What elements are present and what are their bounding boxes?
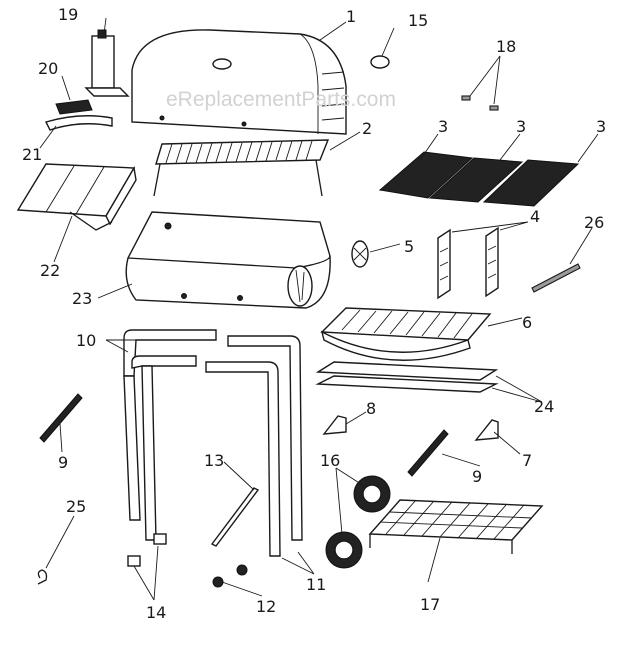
part-3-cooking-grate-middle [428,157,524,203]
part-24-rails [315,361,499,393]
callout-13: 13 [204,451,224,470]
part-15-knob [370,55,390,69]
callout-15: 15 [408,11,428,30]
part-3-cooking-grate-right [482,159,580,207]
callout-18: 18 [496,37,516,56]
part-1-lid [131,29,347,135]
callout-14: 14 [146,603,166,622]
callout-8: 8 [366,399,376,418]
part-14-leg-caps [127,533,167,567]
callout-22: 22 [40,261,60,280]
part-9-brace-right [407,429,449,477]
callout-26: 26 [584,213,604,232]
part-3-cooking-grate-left [378,151,474,199]
part-19-smoke-stack [84,29,130,97]
part-23-firebox [125,211,331,309]
part-10-leg-frames [123,329,303,557]
part-20-grip [55,99,93,115]
callout-24: 24 [534,397,554,416]
callout-17: 17 [420,595,440,614]
leader-lines [39,17,599,601]
callout-3a: 3 [438,117,448,136]
part-6-charcoal-pan [320,307,492,361]
callout-4: 4 [530,207,540,226]
callout-25: 25 [66,497,86,516]
part-26-adjuster [531,263,581,293]
callout-6: 6 [522,313,532,332]
part-21-handle [44,115,113,131]
callout-1: 1 [346,7,356,26]
part-13-axle [210,487,260,547]
part-2-warming-rack [153,139,330,197]
callout-10: 10 [76,331,96,350]
callout-19: 19 [58,5,78,24]
part-18-bolts [461,95,499,111]
callout-9b: 9 [472,467,482,486]
part-9-brace-left [39,393,83,443]
callout-20: 20 [38,59,58,78]
part-5-damper [351,240,369,268]
callout-12: 12 [256,597,276,616]
part-12-hubcaps [212,564,248,588]
watermark: eReplacementParts.com [166,88,396,111]
callout-3b: 3 [516,117,526,136]
callout-23: 23 [72,289,92,308]
part-4-brackets [437,226,499,300]
callout-5: 5 [404,237,414,256]
callout-numbers: 1 15 18 19 20 21 2 3 3 3 4 26 5 22 23 6 … [22,5,606,622]
callout-9a: 9 [58,453,68,472]
part-17-bottom-shelf [368,499,544,554]
callout-16: 16 [320,451,340,470]
part-8-bracket [322,415,347,435]
part-22-side-shelf [16,163,137,231]
callout-2: 2 [362,119,372,138]
callout-21: 21 [22,145,42,164]
part-7-bracket [474,419,499,441]
callout-11: 11 [306,575,326,594]
callout-3c: 3 [596,117,606,136]
part-25-hook [37,569,48,585]
callout-7: 7 [522,451,532,470]
part-16-wheels [325,475,391,569]
